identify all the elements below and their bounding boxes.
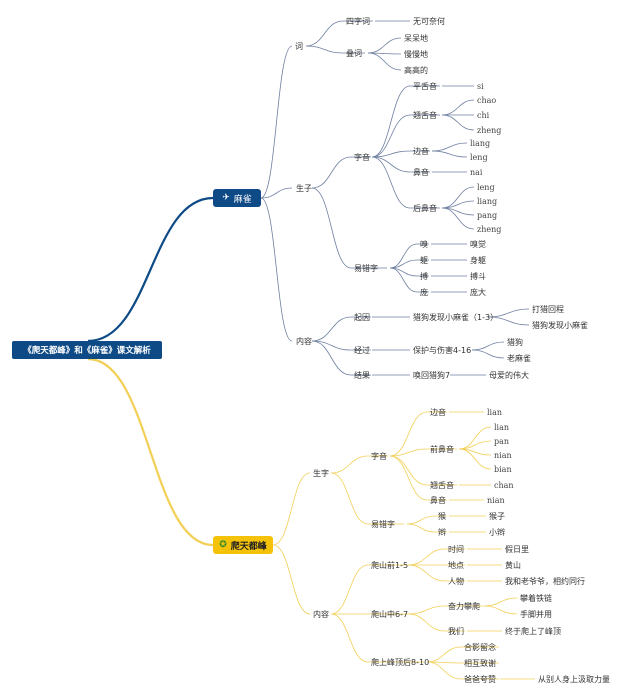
node-b2-yicuo[interactable]: 易错字: [371, 520, 395, 529]
node-b2-qiaoshe[interactable]: 翘舌音: [430, 481, 454, 490]
node-dieci[interactable]: 叠词: [346, 49, 362, 58]
node-b2-zhiyin[interactable]: 字音: [371, 452, 387, 461]
node-jingguo-val[interactable]: 保护与伤害4-16: [413, 346, 472, 355]
node-b1-qiaoshe-3[interactable]: zheng: [477, 126, 502, 135]
node-b1-biyin-val[interactable]: nai: [470, 168, 483, 177]
node-b1-bianyin[interactable]: 边音: [413, 147, 429, 156]
node-b1-yicuo[interactable]: 易错字: [354, 264, 378, 273]
node-houbi-4[interactable]: zheng: [477, 225, 502, 234]
node-fenli[interactable]: 奋力攀爬: [448, 602, 480, 611]
node-jingguo-sub-1[interactable]: 猎狗: [507, 338, 523, 347]
node-hou-3[interactable]: 爸爸夸赞: [464, 675, 496, 684]
node-jingguo-sub-2[interactable]: 老麻雀: [507, 354, 531, 363]
node-b1-qiaoshe-2[interactable]: chi: [477, 111, 490, 120]
node-renwu-val[interactable]: 我和老爷爷，相约同行: [505, 577, 585, 586]
node-zhong[interactable]: 爬山中6-7: [371, 610, 409, 619]
branch-maque[interactable]: ✈ 麻雀: [213, 189, 261, 207]
node-ci[interactable]: 词: [295, 42, 303, 51]
node-qianbi[interactable]: 前鼻音: [430, 445, 454, 454]
node-houbi[interactable]: 后鼻音: [413, 204, 437, 213]
node-qianbi-4[interactable]: bian: [494, 465, 512, 474]
node-b2-bianyin[interactable]: 边音: [430, 408, 446, 417]
star-icon: ✪: [219, 540, 227, 550]
node-b2-biyin-val[interactable]: nian: [487, 496, 505, 505]
node-b1-yicuo-word-2[interactable]: 身躯: [470, 256, 486, 265]
node-b1-qiaoshe[interactable]: 翘舌音: [413, 111, 437, 120]
node-b1-bianyin-1[interactable]: liang: [470, 139, 491, 148]
node-b1-biyin[interactable]: 鼻音: [413, 168, 429, 177]
node-hou-2[interactable]: 相互致谢: [464, 659, 496, 668]
node-b2-yicuo-char-1[interactable]: 猴: [438, 512, 446, 521]
node-b1-zhiyin[interactable]: 字音: [354, 153, 370, 162]
node-qianbi-2[interactable]: pan: [494, 437, 510, 446]
node-qiyin-val[interactable]: 猎狗发现小麻雀（1-3）: [413, 313, 499, 322]
node-dieci-2[interactable]: 慢慢地: [404, 50, 428, 59]
node-jieguo-sub[interactable]: 母爱的伟大: [489, 371, 529, 380]
node-houbi-3[interactable]: pang: [477, 211, 498, 220]
node-b1-shengzi[interactable]: 生子: [296, 184, 312, 193]
node-houbi-2[interactable]: liang: [477, 197, 498, 206]
node-hou[interactable]: 爬上峰顶后8-10: [371, 658, 430, 667]
node-sizici[interactable]: 四字词: [346, 17, 370, 26]
node-b1-yicuo-word-3[interactable]: 搏斗: [470, 272, 486, 281]
node-didian-val[interactable]: 黄山: [505, 561, 521, 570]
node-women[interactable]: 我们: [448, 627, 464, 636]
node-b1-qiaoshe-1[interactable]: chao: [477, 96, 497, 105]
node-b1-yicuo-char-4[interactable]: 庞: [420, 288, 428, 297]
node-b1-neirong[interactable]: 内容: [296, 337, 312, 346]
node-jieguo-val[interactable]: 唤回猎狗7: [413, 371, 451, 380]
node-fenli-sub-1[interactable]: 攀着铁链: [520, 594, 552, 603]
node-qianbi-3[interactable]: nian: [494, 451, 512, 460]
node-jingguo[interactable]: 经过: [354, 346, 370, 355]
node-b1-bianyin-2[interactable]: leng: [470, 153, 488, 162]
node-b2-qiaoshe-val[interactable]: chan: [494, 481, 514, 490]
node-b1-yicuo-word-1[interactable]: 嗅觉: [470, 240, 486, 249]
paper-plane-icon: ✈: [222, 193, 230, 203]
node-houbi-1[interactable]: leng: [477, 183, 495, 192]
node-qian[interactable]: 爬山前1-5: [371, 561, 409, 570]
node-fenli-sub-2[interactable]: 手脚并用: [520, 610, 552, 619]
branch-patiandufeng-label: 爬天都峰: [230, 541, 267, 552]
node-kuazan-val[interactable]: 从别人身上汲取力量: [538, 675, 610, 684]
node-b2-shengzi[interactable]: 生字: [313, 469, 329, 478]
node-jieguo[interactable]: 结果: [354, 371, 370, 380]
node-b2-yicuo-word-2[interactable]: 小辫: [489, 528, 505, 537]
node-dieci-1[interactable]: 呆呆地: [404, 34, 428, 43]
root-node[interactable]: 《爬天都峰》和《麻雀》课文解析: [12, 341, 162, 359]
node-b2-bianyin-val[interactable]: lian: [487, 408, 503, 417]
node-b2-biyin[interactable]: 鼻音: [430, 496, 446, 505]
node-renwu[interactable]: 人物: [448, 577, 464, 586]
node-b1-yicuo-char-1[interactable]: 嗅: [420, 240, 428, 249]
node-b2-yicuo-char-2[interactable]: 辫: [438, 528, 446, 537]
node-shijian[interactable]: 时间: [448, 545, 464, 554]
node-qianbi-1[interactable]: lian: [494, 423, 510, 432]
branch-maque-label: 麻雀: [233, 194, 252, 205]
node-didian[interactable]: 地点: [448, 561, 464, 570]
node-qiyin-sub-1[interactable]: 打猎回程: [532, 305, 564, 314]
node-b1-yicuo-char-3[interactable]: 搏: [420, 272, 428, 281]
node-dieci-3[interactable]: 高高的: [404, 66, 428, 75]
node-qiyin-sub-2[interactable]: 猎狗发现小麻雀: [532, 321, 588, 330]
node-pingshe[interactable]: 平舌音: [413, 82, 437, 91]
node-shijian-val[interactable]: 假日里: [505, 545, 529, 554]
node-b2-yicuo-word-1[interactable]: 猴子: [489, 512, 505, 521]
node-hou-1[interactable]: 合影留念: [464, 643, 496, 652]
branch-patiandufeng[interactable]: ✪ 爬天都峰: [213, 536, 273, 554]
node-b1-yicuo-word-4[interactable]: 庞大: [470, 288, 486, 297]
node-women-val[interactable]: 终于爬上了峰顶: [505, 627, 561, 636]
node-pingshe-val[interactable]: si: [477, 82, 484, 91]
node-b2-neirong[interactable]: 内容: [313, 610, 329, 619]
node-qiyin[interactable]: 起因: [354, 313, 370, 322]
node-b1-yicuo-char-2[interactable]: 躯: [420, 256, 428, 265]
node-sizici-val[interactable]: 无可奈何: [413, 17, 445, 26]
